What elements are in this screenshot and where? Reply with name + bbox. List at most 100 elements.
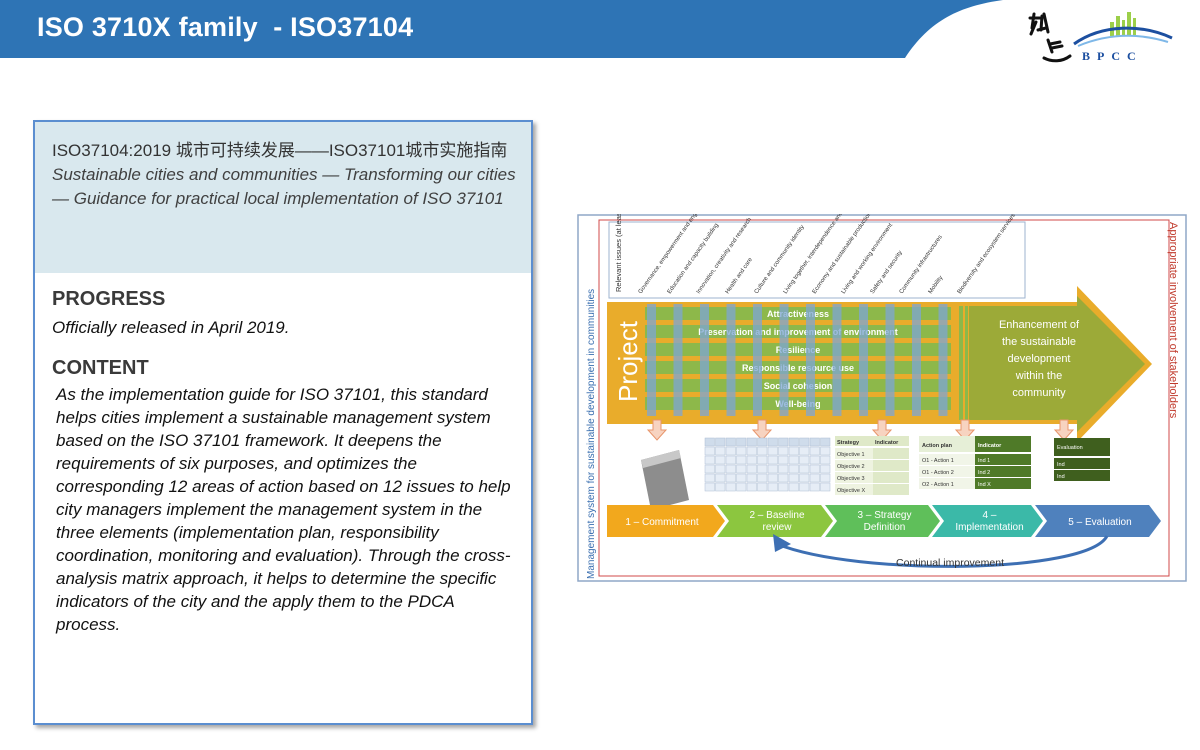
issue-column	[700, 304, 709, 416]
matrix-cell	[704, 455, 715, 465]
matrix-cell	[809, 464, 820, 474]
matrix-cell	[736, 446, 747, 456]
table-cell-text: Ind X	[978, 482, 991, 488]
matrix-cell	[778, 473, 789, 483]
content-heading: CONTENT	[52, 357, 149, 379]
table-cell	[1054, 470, 1110, 481]
purpose-label: Resilience	[776, 345, 821, 355]
matrix-cell	[820, 473, 831, 483]
matrix-cell	[788, 473, 799, 483]
table-cell	[919, 454, 975, 465]
matrix-cell	[746, 446, 757, 456]
matrix-cell	[746, 482, 757, 492]
matrix-cell	[767, 473, 778, 483]
matrix-cell	[757, 473, 768, 483]
bpcc-logo	[1022, 4, 1192, 66]
table-cell-text: Ind 1	[978, 458, 990, 464]
table-cell-text: Objective 1	[837, 452, 865, 458]
matrix-cell	[704, 437, 715, 447]
phase-step	[717, 505, 833, 537]
phase-step	[607, 505, 725, 537]
down-arrow	[646, 419, 668, 441]
header-banner: ISO 3710X family - ISO37104	[0, 0, 1200, 60]
matrix-cell	[725, 464, 736, 474]
matrix-cell	[799, 455, 810, 465]
matrix-cell	[736, 437, 747, 447]
issue-column	[859, 304, 868, 416]
table-cell	[873, 448, 909, 459]
matrix-cell	[725, 473, 736, 483]
matrix-cell	[809, 482, 820, 492]
matrix-cell	[746, 473, 757, 483]
purpose-label: Preservation and improvement of environm…	[698, 327, 898, 337]
iso37104-framework-diagram: Management system for sustainable develo…	[577, 214, 1187, 582]
table-header-cell	[1054, 438, 1110, 456]
phase-label: review	[763, 522, 793, 533]
matrix-cell	[725, 455, 736, 465]
table-header-cell	[835, 436, 873, 446]
matrix-cell	[788, 455, 799, 465]
matrix-cell	[809, 455, 820, 465]
right-side-label: Appropriate involvement of stakeholders	[1167, 222, 1179, 419]
matrix-cell	[736, 473, 747, 483]
matrix-cell	[820, 437, 831, 447]
matrix-cell	[778, 464, 789, 474]
phase-step	[825, 505, 940, 537]
matrix-cell	[767, 446, 778, 456]
matrix-cell	[704, 482, 715, 492]
purpose-bar	[645, 379, 951, 392]
left-side-label: Management system for sustainable develo…	[586, 289, 597, 579]
continual-arrowhead	[773, 534, 791, 552]
table-cell-text: Objective 2	[837, 464, 865, 470]
table-cell	[975, 466, 1031, 477]
matrix-cell	[715, 482, 726, 492]
matrix-cell	[788, 482, 799, 492]
matrix-cell	[799, 482, 810, 492]
document-icon	[641, 450, 689, 510]
matrix-cell	[736, 455, 747, 465]
issue-column	[806, 304, 815, 416]
purpose-bar	[645, 397, 951, 410]
down-arrow	[954, 419, 976, 441]
table-cell	[873, 484, 909, 495]
matrix-cell	[715, 473, 726, 483]
matrix-cell	[715, 437, 726, 447]
issue-column	[938, 304, 948, 416]
matrix-cell	[704, 473, 715, 483]
purpose-bar	[645, 361, 951, 374]
matrix-cell	[809, 437, 820, 447]
table-cell	[1054, 458, 1110, 469]
matrix-cell	[809, 446, 820, 456]
matrix-cell	[820, 446, 831, 456]
logo-text: BPCC	[1082, 49, 1143, 63]
matrix-cell	[799, 473, 810, 483]
continual-improvement-arrow	[776, 535, 1109, 568]
table-cell	[873, 472, 909, 483]
standard-title-english: Sustainable cities and communities — Tra…	[52, 165, 516, 208]
phase-step	[932, 505, 1043, 537]
outcome-arrow	[969, 296, 1145, 432]
matrix-cell	[757, 464, 768, 474]
continual-improvement-label: Continual improvement	[896, 557, 1004, 569]
outcome-line: within the	[1015, 370, 1062, 382]
page-title: ISO 3710X family - ISO37104	[37, 12, 414, 42]
matrix-cell	[746, 437, 757, 447]
table-cell	[835, 472, 873, 483]
issue-column	[753, 304, 762, 416]
matrix-cell	[715, 455, 726, 465]
phase-label: Definition	[864, 522, 906, 533]
matrix-cell	[704, 446, 715, 456]
phase-label: 5 – Evaluation	[1068, 517, 1131, 528]
table-cell-text: O1 - Action 2	[922, 470, 954, 476]
matrix-cell	[746, 455, 757, 465]
table-header-cell	[919, 436, 975, 452]
content-text: As the implementation guide for ISO 3710…	[56, 385, 511, 634]
matrix-cell	[778, 446, 789, 456]
matrix-cell	[820, 482, 831, 492]
table-header-text: Indicator	[875, 440, 899, 446]
matrix-cell	[715, 464, 726, 474]
matrix-cell	[799, 437, 810, 447]
